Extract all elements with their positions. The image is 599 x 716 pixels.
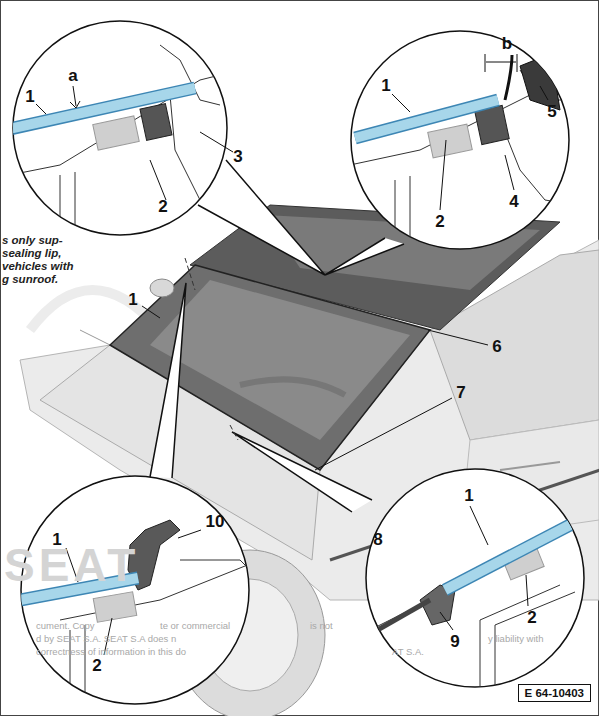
watermark-logo: SEAT bbox=[4, 540, 139, 591]
dimension-label: b bbox=[502, 35, 512, 54]
callout-number: 8 bbox=[373, 531, 382, 550]
callout-number: 1 bbox=[128, 291, 137, 310]
watermark-text: y liability with bbox=[488, 634, 543, 644]
watermark-text: correctness of information in this do bbox=[36, 647, 186, 657]
figure-code: E 64-10403 bbox=[525, 687, 584, 699]
callout-number: 2 bbox=[435, 213, 444, 232]
watermark-text: d by SEAT S.A. SEAT S.A does n bbox=[36, 634, 176, 644]
callout-number: 1 bbox=[464, 487, 473, 506]
callout-number: 1 bbox=[381, 77, 390, 96]
callout-number: 2 bbox=[527, 609, 536, 628]
watermark-text: cument. Copy bbox=[36, 621, 95, 631]
callout-number: 5 bbox=[547, 103, 556, 122]
callout-number: 9 bbox=[450, 633, 459, 652]
note-text: s only sup- sealing lip, vehicles with g… bbox=[2, 234, 82, 286]
watermark-text: te or commercial bbox=[160, 621, 230, 631]
figure-code-box: E 64-10403 bbox=[518, 684, 591, 702]
callout-number: 7 bbox=[456, 384, 465, 403]
callout-number: 6 bbox=[492, 338, 501, 357]
callout-number: 4 bbox=[509, 193, 518, 212]
callout-number: 1 bbox=[52, 531, 61, 550]
callout-number: 3 bbox=[233, 148, 242, 167]
dimension-label: a bbox=[68, 67, 77, 86]
callout-number: 10 bbox=[206, 513, 225, 532]
callout-number: 2 bbox=[158, 198, 167, 217]
watermark-text: AT S.A. bbox=[392, 647, 424, 657]
callout-number: 2 bbox=[92, 657, 101, 676]
watermark-text: is not bbox=[310, 621, 333, 631]
callout-number: 1 bbox=[25, 88, 34, 107]
